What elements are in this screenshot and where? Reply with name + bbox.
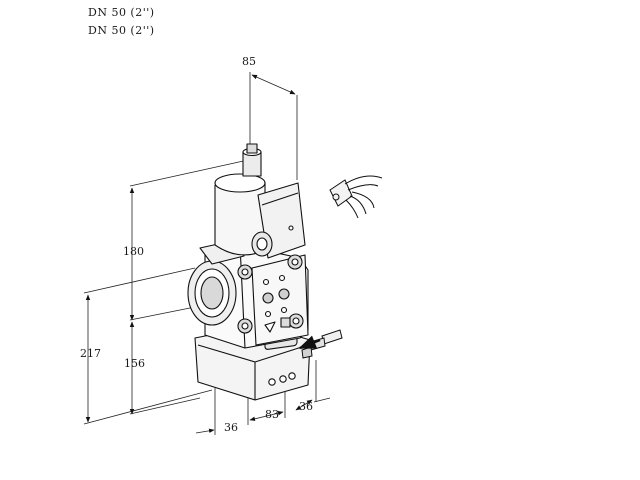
dimension-width-top: 85 [242,55,256,68]
dimension-height-total: 217 [80,347,101,360]
dimension-width-bottom: 83 [265,408,279,421]
dimension-height-lower: 156 [124,357,145,370]
dimension-depth-side: 36 [299,400,313,413]
nominal-size-label-secondary: DN 50 (2'') [88,24,155,37]
dimension-depth-front: 36 [224,421,238,434]
dimension-lines [83,72,331,435]
valve-body [187,143,311,401]
test-nipple [298,329,343,359]
dimension-height-upper: 180 [123,245,144,258]
connector-plug [329,175,383,219]
nominal-size-label: DN 50 (2'') [88,6,155,19]
